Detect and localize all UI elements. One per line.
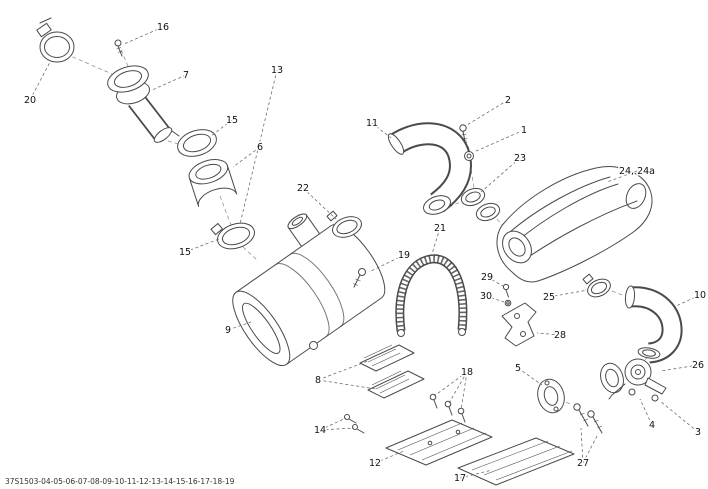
- leader-line-14: [319, 427, 355, 431]
- leader-line-1: [473, 129, 525, 153]
- gasket-rings-23: [460, 187, 501, 222]
- leader-line-2: [466, 99, 509, 126]
- callout-number-15: 15: [226, 115, 238, 126]
- leader-line-3: [659, 400, 699, 433]
- leader-line-15: [184, 238, 220, 253]
- callout-number-25: 25: [543, 292, 555, 303]
- leader-line-16: [123, 26, 164, 45]
- callout-number-24, 24a: 24, 24a: [619, 166, 655, 177]
- leader-line-5: [517, 367, 543, 386]
- callout-number-17: 17: [454, 473, 466, 484]
- leader-line-27: [580, 427, 584, 464]
- leader-line-18: [460, 371, 468, 411]
- clamp-22: [326, 210, 362, 238]
- hose-clamp-20: [36, 17, 75, 63]
- leader-line-18: [448, 371, 468, 404]
- callout-number-16: 16: [157, 22, 169, 33]
- callout-number-30: 30: [480, 291, 492, 302]
- callout-number-11: 11: [366, 118, 378, 129]
- leader-line-25: [548, 289, 589, 298]
- elbow-pipe-10: [624, 285, 683, 364]
- callout-number-1: 1: [521, 125, 527, 136]
- callout-number-19: 19: [398, 250, 410, 261]
- leader-line-28: [536, 332, 561, 336]
- leader-line-26: [660, 364, 699, 372]
- bracket-28: [501, 302, 537, 347]
- bolt-2: [459, 124, 468, 143]
- callout-number-29: 29: [481, 272, 493, 283]
- callout-number-12: 12: [369, 458, 381, 469]
- bolts-18: [429, 393, 466, 423]
- callout-number-21: 21: [434, 223, 446, 234]
- leader-line-22: [302, 187, 337, 220]
- leader-line-13: [239, 69, 278, 225]
- washer-1: [464, 151, 474, 161]
- leader-line-6: [232, 146, 261, 168]
- leader-line-10: [675, 294, 701, 307]
- callout-number-18: 18: [461, 367, 473, 378]
- spring-21: [395, 254, 468, 337]
- leader-line-21: [431, 227, 441, 255]
- leader-line-18: [433, 371, 468, 397]
- bolt-16: [114, 39, 123, 57]
- flange-gasket-5: [537, 378, 565, 414]
- callout-number-14: 14: [314, 425, 326, 436]
- sensor-bolt-19: [352, 268, 366, 288]
- callout-number-13: 13: [271, 65, 283, 76]
- leader-line-9: [227, 321, 252, 331]
- callout-number-4: 4: [649, 420, 655, 431]
- callout-number-3: 3: [695, 427, 701, 438]
- clamp-25: [582, 273, 611, 298]
- callout-number-26: 26: [692, 360, 704, 371]
- gasket-ring-15a: [171, 129, 217, 157]
- leader-line-15: [210, 119, 233, 137]
- callout-number-15: 15: [179, 247, 191, 258]
- callout-number-2: 2: [505, 95, 511, 106]
- figure-part-code: 37S1503-04-05-06-07-08-09-10-11-12-13-14…: [5, 477, 235, 486]
- leader-line-8: [317, 379, 377, 390]
- callout-number-8: 8: [315, 375, 321, 386]
- callout-number-5: 5: [515, 363, 521, 374]
- valve-assembly-26: [600, 358, 667, 402]
- exhaust-pipe-11: [387, 122, 472, 215]
- bolts-27: [573, 403, 603, 434]
- leader-line-19: [368, 254, 405, 273]
- callout-number-27: 27: [577, 458, 589, 469]
- lower-shield-17: [457, 437, 575, 486]
- heat-shield-12: [385, 419, 493, 466]
- nut-30: [504, 299, 512, 307]
- screws-14: [344, 414, 365, 434]
- screw-29: [502, 283, 510, 298]
- muffler-9: [232, 213, 386, 367]
- callout-number-10: 10: [694, 290, 706, 301]
- leader-line-7: [151, 74, 187, 91]
- leader-line-14: [319, 417, 347, 431]
- callout-number-9: 9: [225, 325, 231, 336]
- callout-number-23: 23: [514, 153, 526, 164]
- callout-number-20: 20: [24, 95, 36, 106]
- callout-number-28: 28: [554, 330, 566, 341]
- callout-number-6: 6: [257, 142, 263, 153]
- muffler-cover-24: [496, 166, 653, 283]
- callout-number-7: 7: [183, 70, 189, 81]
- pipe-coupling-7: [107, 65, 173, 143]
- leader-line-11: [371, 122, 392, 139]
- leader-line-20: [29, 61, 51, 101]
- leader-line-4: [639, 398, 653, 426]
- sleeve-6: [188, 159, 238, 207]
- callout-number-22: 22: [297, 183, 309, 194]
- mount-brackets-8: [359, 344, 425, 399]
- leader-lines-group: [29, 26, 701, 479]
- clamp-15b: [210, 222, 255, 250]
- leader-line-8: [317, 360, 369, 381]
